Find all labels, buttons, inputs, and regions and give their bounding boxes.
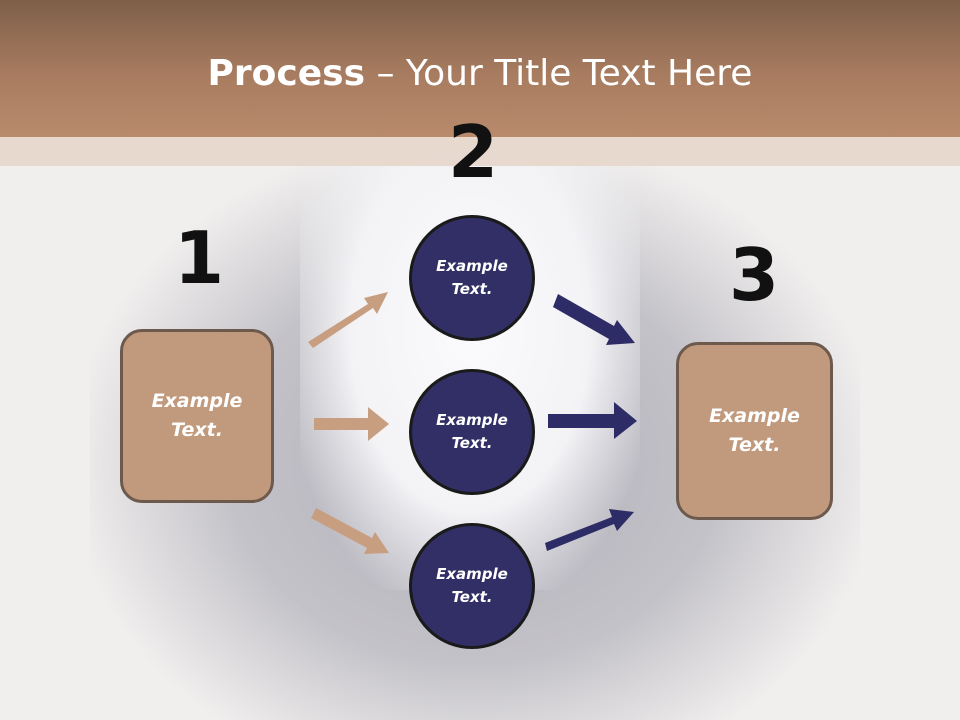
arrow-navy-down [553,294,635,345]
slide-title: Process – Your Title Text Here [0,52,960,96]
step-number-2: 2 [447,110,499,194]
step-2-circle-top: Example Text. [409,215,535,341]
arrow-navy-right [548,402,637,439]
step-2-circle-bottom: Example Text. [409,523,535,649]
step-3-text: Example Text. [709,405,800,456]
step-1-box: Example Text. [120,329,274,503]
circle-bottom-text: Example Text. [436,565,508,606]
step-number-3: 3 [728,233,780,317]
circle-top-text: Example Text. [436,257,508,298]
step-2-circle-middle: Example Text. [409,369,535,495]
arrow-navy-up [545,509,634,551]
title-strip [0,137,960,166]
step-number-1: 1 [173,216,225,300]
arrow-tan-down [311,508,389,554]
step-1-text: Example Text. [151,390,243,441]
arrow-tan-right [314,407,389,441]
title-rest: – Your Title Text Here [365,53,753,94]
circle-middle-text: Example Text. [436,411,508,452]
step-3-box: Example Text. [676,342,833,520]
arrow-tan-up [308,292,388,348]
title-bar [0,0,960,137]
title-bold: Process [207,53,366,94]
